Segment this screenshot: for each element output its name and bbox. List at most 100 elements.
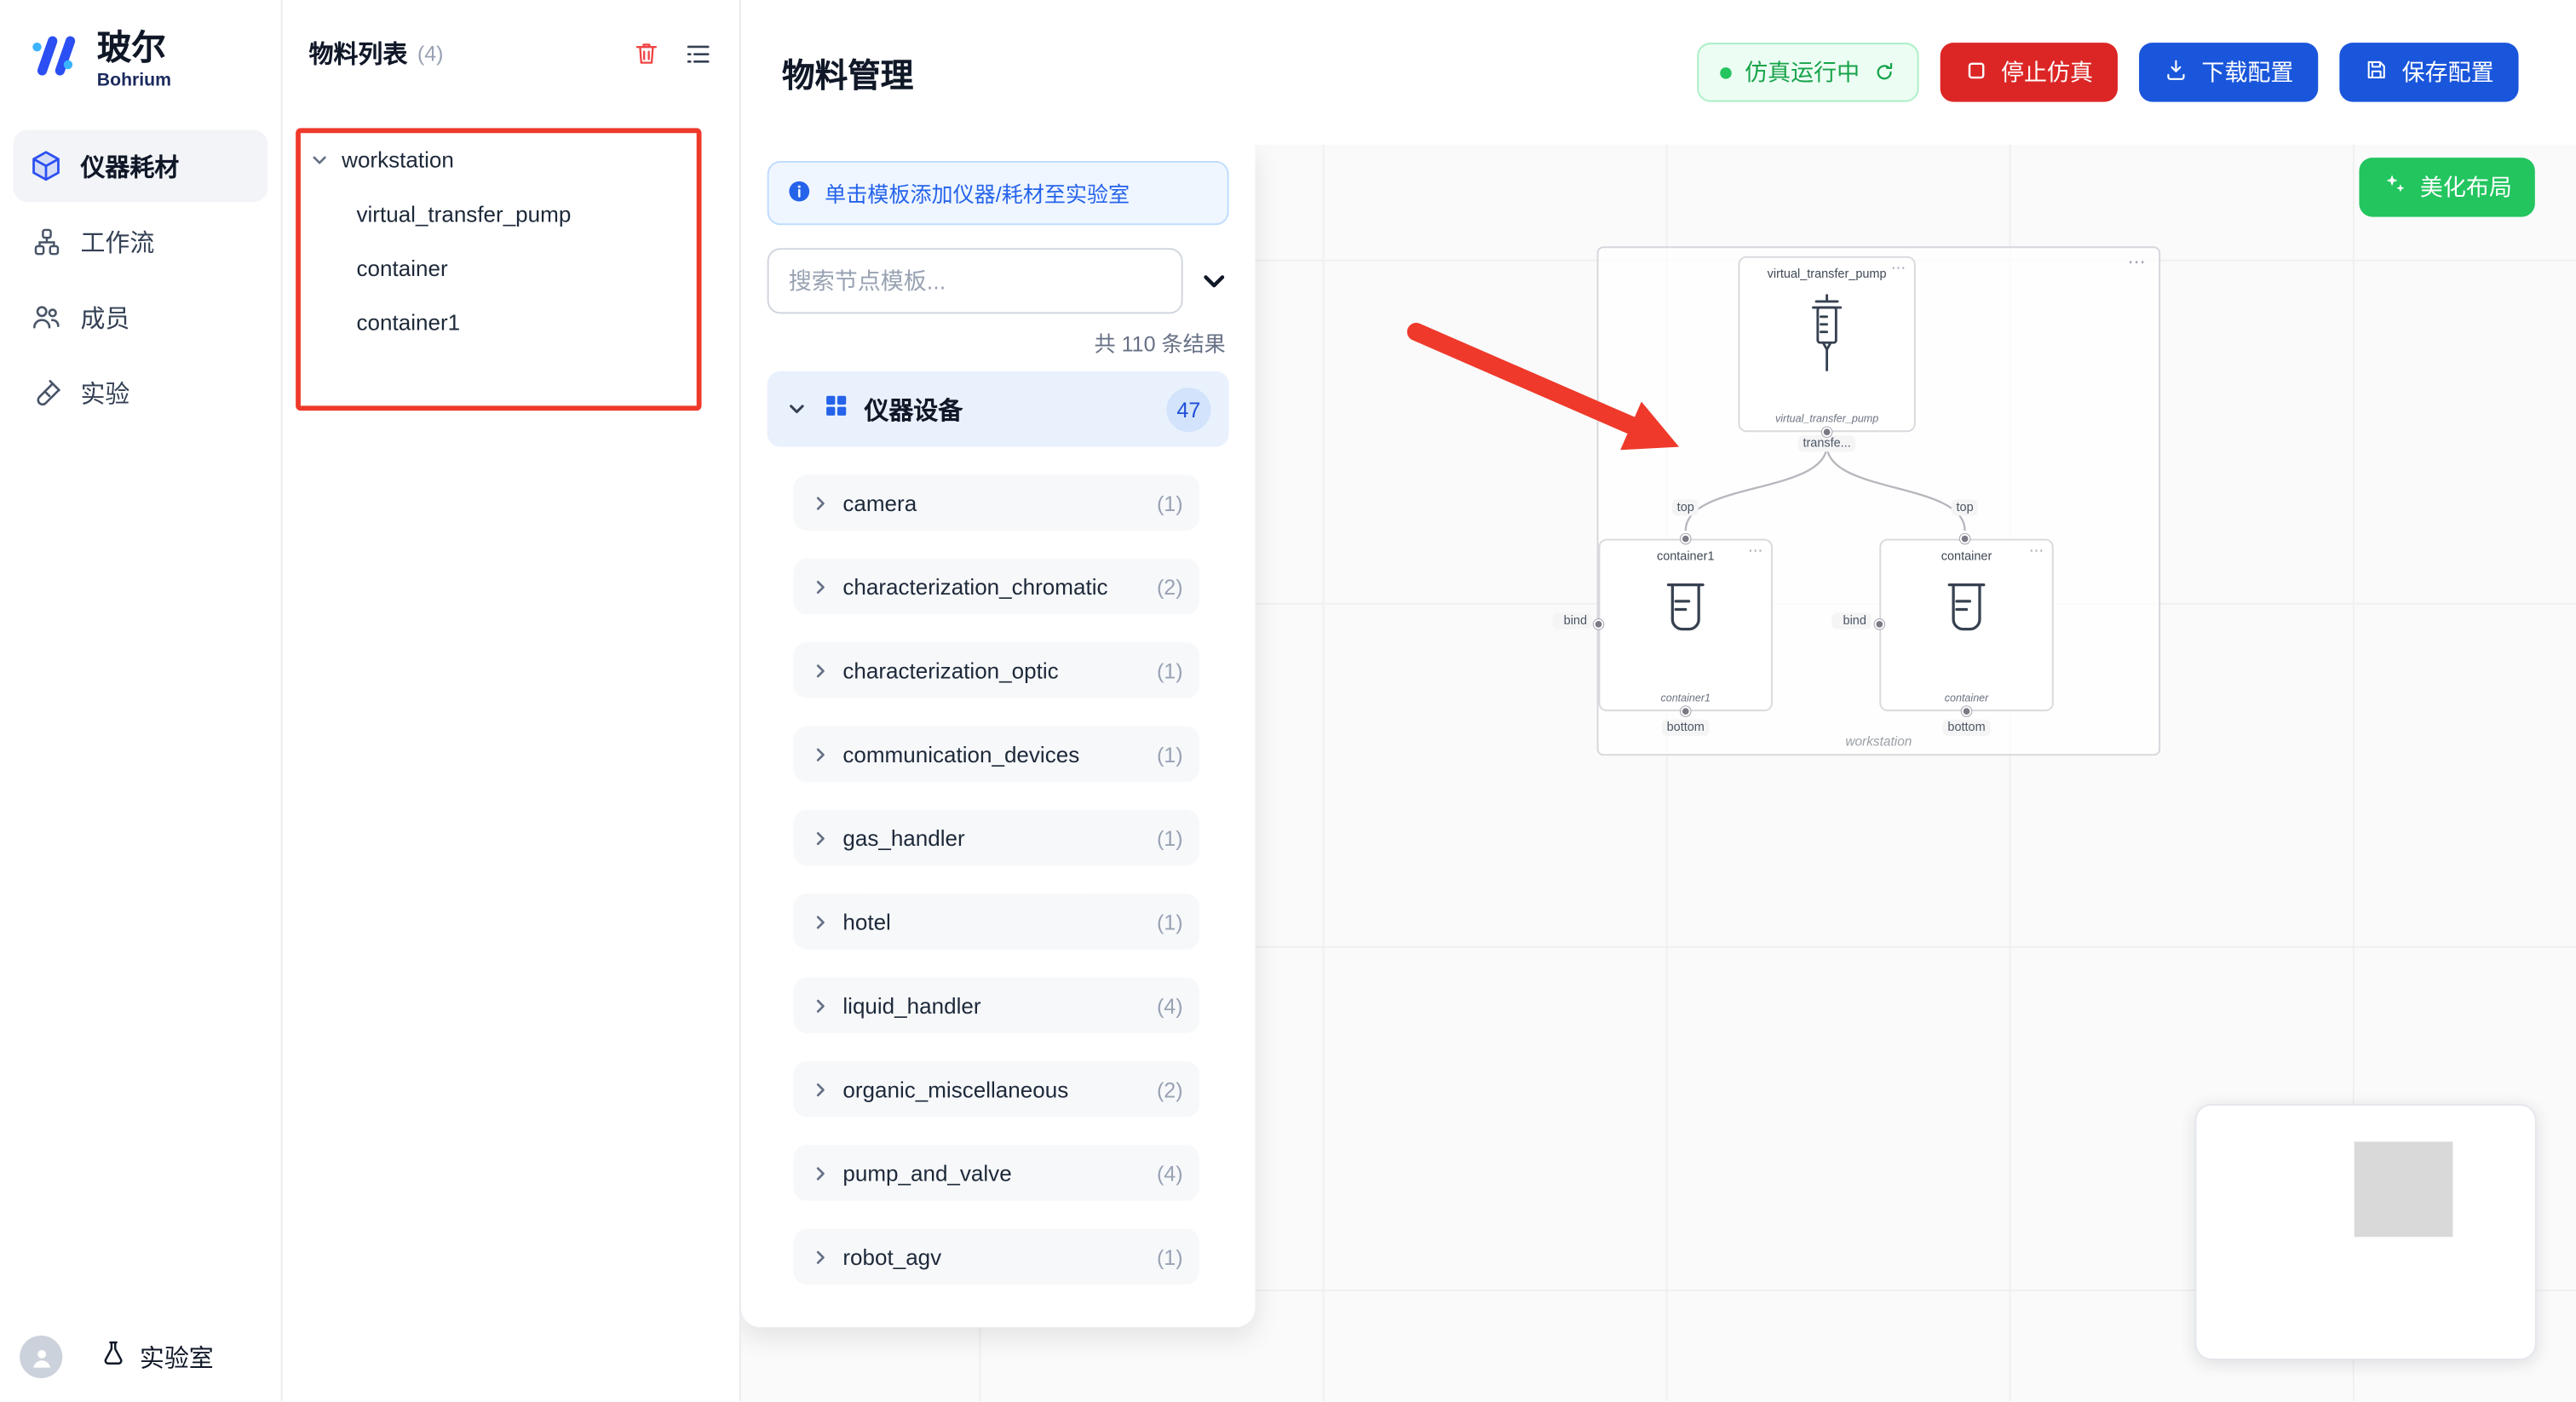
top-port-label: top xyxy=(1671,499,1699,516)
materials-title: 物料列表 xyxy=(308,41,408,70)
sidebar-item-members[interactable]: 成员 xyxy=(13,281,267,353)
node-menu-icon[interactable]: ⋯ xyxy=(2028,542,2044,559)
container-bind-port[interactable] xyxy=(1874,619,1885,629)
template-item-label: organic_miscellaneous xyxy=(842,1077,1069,1102)
materials-tree: workstation virtual_transfer_pump contai… xyxy=(283,83,739,349)
template-panel: 单击模板添加仪器/耗材至实验室 共 110 条结果 xyxy=(740,144,1256,1328)
workstation-group[interactable]: ⋯ workstation virtual_transfer_pump ⋯ xyxy=(1552,246,2161,756)
beautify-label: 美化布局 xyxy=(2419,174,2512,201)
template-item-camera[interactable]: camera (1) xyxy=(793,474,1199,531)
tree-node-child[interactable]: virtual_transfer_pump xyxy=(356,202,572,227)
materials-panel: 物料列表 (4) workstation xyxy=(282,0,741,1402)
user-avatar[interactable] xyxy=(20,1335,63,1379)
info-banner-text: 单击模板添加仪器/耗材至实验室 xyxy=(825,182,1130,208)
category-label: 仪器设备 xyxy=(864,396,963,425)
trash-icon[interactable] xyxy=(633,39,661,67)
template-item-count: (4) xyxy=(1156,1160,1183,1186)
bind-port-label: bind xyxy=(1552,612,1592,629)
node-container1[interactable]: container1 ⋯ container1 xyxy=(1598,538,1773,712)
sidebar-item-label: 仪器耗材 xyxy=(80,153,180,182)
template-item-hotel[interactable]: hotel (1) xyxy=(793,893,1199,950)
pump-bottom-port[interactable] xyxy=(1821,427,1832,438)
tree-node-child[interactable]: container xyxy=(356,256,448,281)
chevron-right-icon xyxy=(810,659,831,681)
template-search-input[interactable] xyxy=(767,248,1183,314)
container1-top-port[interactable] xyxy=(1680,533,1691,544)
minimap-viewport[interactable] xyxy=(2354,1141,2453,1238)
container1-bind-port[interactable] xyxy=(1593,619,1604,629)
node-title: container1 xyxy=(1656,549,1715,564)
workstation-menu-icon[interactable]: ⋯ xyxy=(2127,253,2146,273)
container-bottom-port[interactable] xyxy=(1961,706,1972,716)
template-item-organic-miscellaneous[interactable]: organic_miscellaneous (2) xyxy=(793,1060,1199,1118)
template-item-communication-devices[interactable]: communication_devices (1) xyxy=(793,726,1199,783)
lab-switcher[interactable]: 实验室 xyxy=(99,1339,214,1375)
stop-simulation-button[interactable]: 停止仿真 xyxy=(1940,43,2118,102)
flask-icon xyxy=(99,1339,129,1375)
template-item-count: (2) xyxy=(1156,1077,1183,1102)
sidebar-footer: 实验室 xyxy=(0,1313,281,1401)
cube-icon xyxy=(30,150,63,183)
beautify-layout-button[interactable]: 美化布局 xyxy=(2359,158,2535,217)
template-item-liquid-handler[interactable]: liquid_handler (4) xyxy=(793,977,1199,1034)
refresh-icon[interactable] xyxy=(1873,60,1896,83)
chevron-right-icon xyxy=(810,827,831,848)
template-item-count: (1) xyxy=(1156,490,1183,515)
sidebar-item-instruments[interactable]: 仪器耗材 xyxy=(13,129,268,203)
node-container[interactable]: container ⋯ container xyxy=(1879,538,2054,712)
bohrium-logo-icon xyxy=(23,26,82,94)
container1-bottom-port[interactable] xyxy=(1680,706,1691,716)
stop-label: 停止仿真 xyxy=(2001,59,2094,86)
materials-header: 物料列表 (4) xyxy=(283,0,739,83)
sidebar-item-workflow[interactable]: 工作流 xyxy=(13,205,267,278)
template-item-pump-and-valve[interactable]: pump_and_valve (4) xyxy=(793,1145,1199,1201)
node-sublabel: virtual_transfer_pump xyxy=(1774,414,1879,426)
main-header: 物料管理 仿真运行中 停止仿真 xyxy=(740,0,2576,145)
tree-node-workstation[interactable]: workstation xyxy=(283,133,739,187)
top-port-label: top xyxy=(1951,499,1979,516)
container-top-port[interactable] xyxy=(1959,533,1970,544)
download-icon xyxy=(2164,58,2188,88)
template-item-label: characterization_chromatic xyxy=(842,574,1108,599)
sidebar-item-experiments[interactable]: 实验 xyxy=(13,357,267,429)
template-item-count: (1) xyxy=(1156,825,1183,851)
save-config-button[interactable]: 保存配置 xyxy=(2339,43,2519,102)
minimap[interactable] xyxy=(2194,1104,2537,1360)
bottom-port-label: bottom xyxy=(1661,719,1710,737)
syringe-icon xyxy=(1739,290,1913,376)
template-item-count: (1) xyxy=(1156,658,1183,683)
template-item-count: (1) xyxy=(1156,909,1183,934)
test-tube-icon xyxy=(30,376,63,410)
sidebar-item-label: 工作流 xyxy=(80,229,155,257)
tree-node-child[interactable]: container1 xyxy=(356,310,461,336)
template-item-count: (4) xyxy=(1156,992,1183,1018)
tree-view-icon[interactable] xyxy=(683,38,713,68)
status-label: 仿真运行中 xyxy=(1745,59,1860,86)
pump-port-label: transfe... xyxy=(1797,435,1856,452)
node-title: container xyxy=(1941,549,1992,564)
sparkles-icon xyxy=(2382,173,2406,203)
people-icon xyxy=(30,301,63,334)
main-area: 物料管理 仿真运行中 停止仿真 xyxy=(740,0,2576,1402)
template-item-label: liquid_handler xyxy=(842,992,981,1018)
bottom-port-label: bottom xyxy=(1942,719,1991,737)
node-menu-icon[interactable]: ⋯ xyxy=(1890,259,1906,277)
collapse-all-chevron-icon[interactable] xyxy=(1199,266,1229,296)
download-config-button[interactable]: 下载配置 xyxy=(2139,43,2319,102)
template-item-robot-agv[interactable]: robot_agv (1) xyxy=(793,1228,1199,1285)
category-count-badge: 47 xyxy=(1166,387,1211,432)
node-virtual-transfer-pump[interactable]: virtual_transfer_pump ⋯ virtual_transfer… xyxy=(1738,256,1916,433)
chevron-right-icon xyxy=(810,744,831,765)
sidebar-nav: 仪器耗材 工作流 xyxy=(0,129,281,428)
header-actions: 仿真运行中 停止仿真 xyxy=(1697,43,2519,102)
category-instrument-devices[interactable]: 仪器设备 47 xyxy=(767,371,1229,447)
node-menu-icon[interactable]: ⋯ xyxy=(1748,542,1763,559)
template-item-characterization-chromatic[interactable]: characterization_chromatic (2) xyxy=(793,558,1199,615)
simulation-status-badge: 仿真运行中 xyxy=(1697,43,1919,102)
template-item-gas-handler[interactable]: gas_handler (1) xyxy=(793,809,1199,866)
chevron-right-icon xyxy=(810,576,831,597)
chevron-down-icon xyxy=(785,398,808,421)
template-item-characterization-optic[interactable]: characterization_optic (1) xyxy=(793,642,1199,698)
sidebar-item-label: 实验 xyxy=(80,380,130,409)
